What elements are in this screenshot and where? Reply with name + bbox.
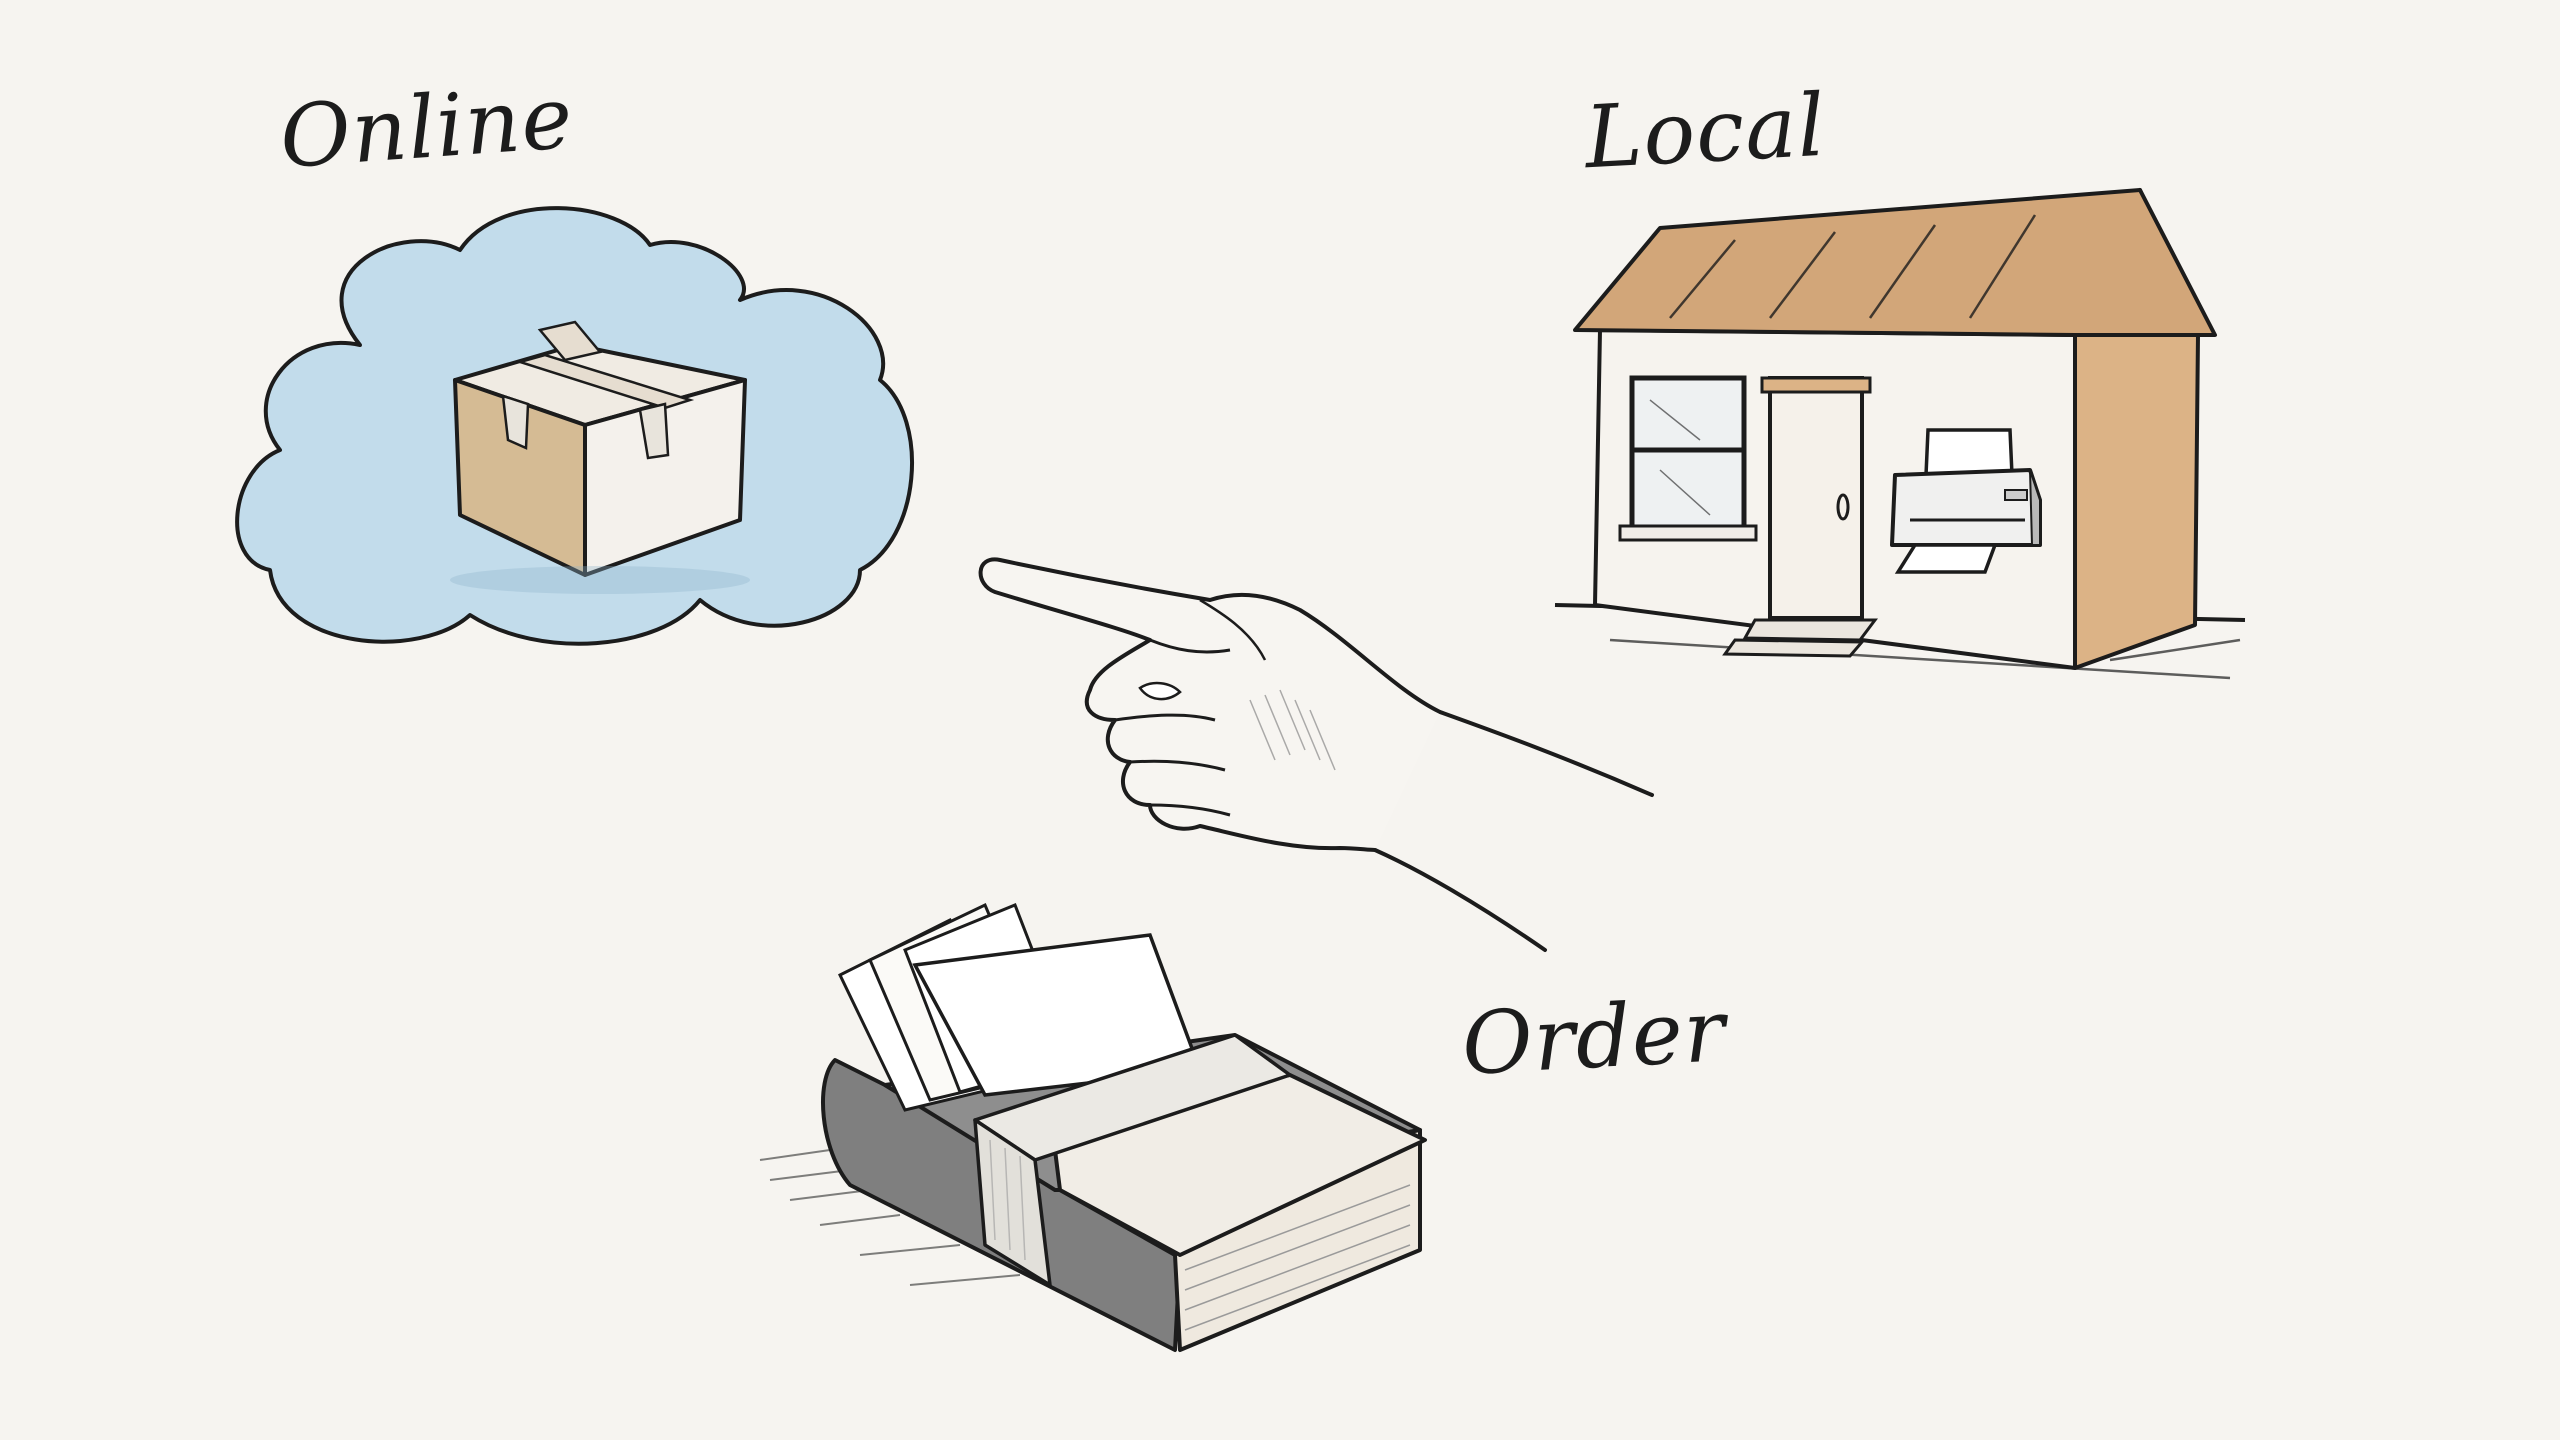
- online-label: Online: [276, 67, 577, 189]
- pointing-hand-icon: [978, 557, 1654, 952]
- book-icon: [759, 902, 1427, 1352]
- package-icon: [450, 320, 750, 594]
- printer-icon: [1890, 428, 2042, 574]
- shop-icon: [1554, 188, 2246, 680]
- local-label: Local: [1582, 75, 1829, 189]
- order-label: Order: [1459, 981, 1729, 1095]
